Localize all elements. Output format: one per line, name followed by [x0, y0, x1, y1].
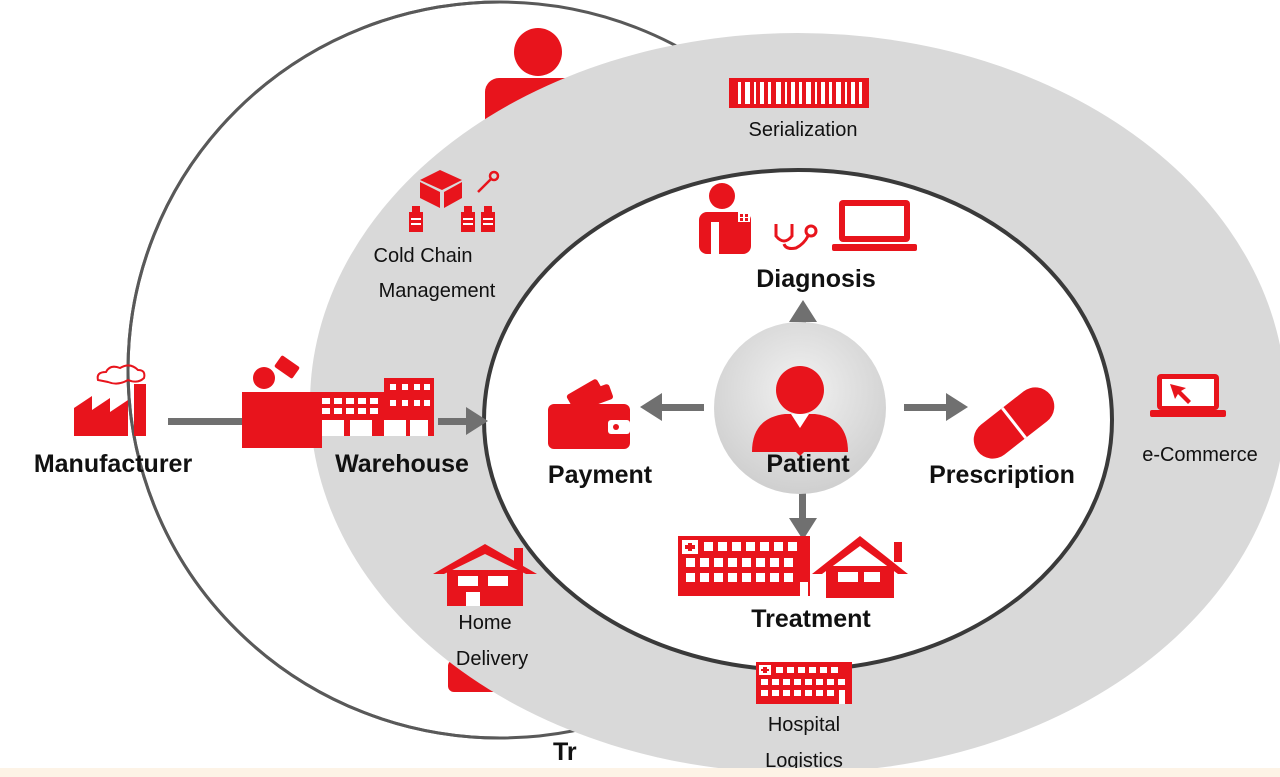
home-delivery-label-line1: Home — [458, 612, 511, 634]
hidden-label-fragment: Tr — [553, 738, 577, 766]
cold-chain-box-icon — [409, 170, 500, 232]
warehouse-icon — [316, 378, 434, 436]
hospital-logistics-label-line1: Hospital — [768, 714, 840, 736]
hospital-logistics-label-line2: Logistics — [765, 750, 843, 772]
patient-icon — [752, 366, 848, 456]
home-delivery-label-line2: Delivery — [456, 648, 528, 670]
doctor-icon — [699, 183, 751, 254]
factory-icon — [74, 364, 146, 436]
stethoscope-icon — [774, 224, 818, 250]
ecommerce-label: e-Commerce — [1142, 444, 1258, 466]
patient-label: Patient — [766, 450, 850, 478]
house-icon — [433, 544, 537, 606]
hospital-icon — [756, 662, 852, 704]
prescription-label: Prescription — [929, 461, 1075, 489]
barcode-icon — [729, 78, 869, 108]
hospital-building-icon — [678, 536, 810, 596]
cold-chain-label-line2: Management — [379, 280, 496, 302]
pill-icon — [973, 387, 1055, 459]
boxes-icon — [242, 355, 322, 448]
computer-icon — [832, 200, 917, 251]
wallet-icon — [548, 379, 630, 449]
diagnosis-label: Diagnosis — [756, 265, 875, 293]
outer-ring-edge — [126, 0, 501, 740]
warehouse-label: Warehouse — [335, 450, 469, 478]
payment-label: Payment — [548, 461, 653, 489]
cold-chain-label-line1: Cold Chain — [374, 245, 473, 267]
treatment-label: Treatment — [751, 605, 871, 633]
bottom-strip — [0, 768, 1280, 777]
manufacturer-label: Manufacturer — [34, 450, 193, 478]
serialization-label: Serialization — [749, 119, 858, 141]
home-icon — [812, 536, 908, 598]
laptop-cursor-icon — [1150, 374, 1226, 417]
